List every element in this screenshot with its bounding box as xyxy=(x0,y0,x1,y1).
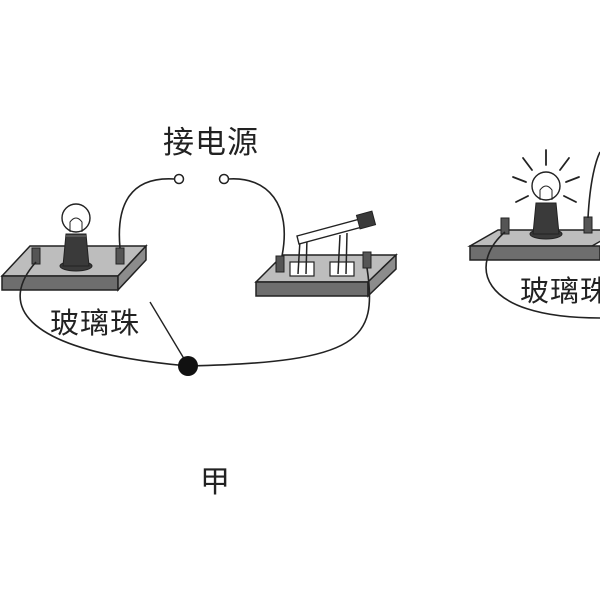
power-source-label: 接电源 xyxy=(163,125,259,161)
bulb-on-icon xyxy=(512,149,580,240)
right-terminal-b xyxy=(583,216,593,234)
left-terminal-b xyxy=(115,247,125,265)
switch-terminal-a xyxy=(275,255,285,273)
wires-left xyxy=(19,178,371,367)
glass-bead xyxy=(178,356,198,376)
knife-switch-icon xyxy=(289,210,377,277)
switch-terminal-b xyxy=(362,251,372,269)
figure-caption: 甲 xyxy=(200,465,230,500)
power-contact-left xyxy=(173,173,185,185)
right-terminal-a xyxy=(500,217,510,235)
glass-bead-label: 玻璃珠 xyxy=(50,306,141,340)
left-terminal-a xyxy=(31,247,41,265)
glass-bead-label-right: 玻璃珠 xyxy=(520,274,600,308)
power-contact-right xyxy=(218,173,230,185)
bulb-off-icon xyxy=(59,203,93,272)
wires-right xyxy=(485,151,600,319)
